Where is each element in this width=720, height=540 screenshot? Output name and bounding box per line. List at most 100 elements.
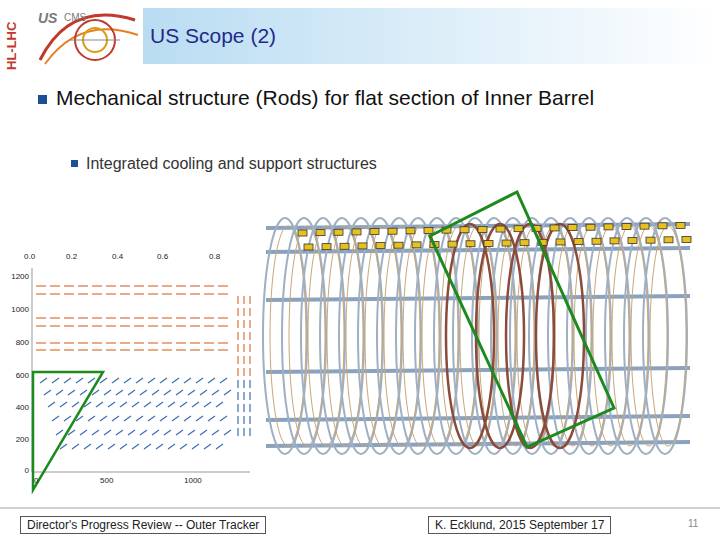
- module-dash: [100, 378, 107, 383]
- module-dash: [92, 325, 102, 326]
- module-dash: [120, 325, 130, 326]
- module-dash: [148, 285, 158, 286]
- module: [448, 241, 457, 247]
- disk-dash: [243, 308, 244, 316]
- module-dash: [192, 444, 199, 449]
- module: [496, 226, 505, 232]
- module: [460, 227, 469, 233]
- footer-rule: [0, 508, 720, 509]
- tick-label: 0.2: [66, 252, 77, 261]
- module-dash: [140, 390, 147, 395]
- module-dash: [116, 390, 123, 395]
- module-dash: [76, 378, 83, 383]
- module-dash: [60, 402, 67, 407]
- module-dash: [190, 317, 200, 318]
- module-dash: [204, 342, 214, 343]
- module-dash: [78, 317, 88, 318]
- module-dash: [152, 430, 159, 435]
- title-banner: [143, 8, 720, 64]
- module-dash: [132, 444, 139, 449]
- page-number: 11: [688, 518, 698, 529]
- footer-text: K. Ecklund, 2015 September 17: [428, 516, 611, 534]
- module-dash: [168, 444, 175, 449]
- module: [658, 223, 667, 229]
- module-dash: [176, 317, 186, 318]
- module-dash: [56, 430, 63, 435]
- module: [466, 241, 475, 247]
- module: [628, 238, 637, 244]
- module: [664, 237, 673, 243]
- module-dash: [78, 342, 88, 343]
- tick-label: 200: [16, 435, 29, 444]
- module-dash: [208, 378, 215, 383]
- module-dash: [88, 416, 95, 421]
- module-dash: [190, 342, 200, 343]
- module: [520, 240, 529, 246]
- module-dash: [92, 293, 102, 294]
- module-dash: [140, 430, 147, 435]
- module-dash: [218, 342, 228, 343]
- disk-dash: [237, 296, 238, 304]
- module: [484, 240, 493, 246]
- rod-ring: [446, 224, 494, 448]
- disk-dash: [243, 344, 244, 352]
- logo-text: CMS: [64, 12, 86, 23]
- module-dash: [180, 444, 187, 449]
- module-dash: [64, 317, 74, 318]
- disk-dash: [249, 404, 250, 412]
- module-dash: [184, 378, 191, 383]
- ring: [643, 218, 687, 454]
- module-dash: [96, 402, 103, 407]
- rod-ring: [476, 224, 524, 448]
- module-dash: [72, 444, 79, 449]
- module-dash: [36, 285, 46, 286]
- module-dash: [64, 349, 74, 350]
- module-dash: [218, 285, 228, 286]
- module-dash: [212, 390, 219, 395]
- tick-label: 0.4: [112, 252, 123, 261]
- bullet-square: [38, 95, 47, 104]
- module: [502, 240, 511, 246]
- module-dash: [180, 402, 187, 407]
- module-dash: [50, 342, 60, 343]
- module-dash: [104, 390, 111, 395]
- module: [586, 224, 595, 230]
- module-dash: [128, 430, 135, 435]
- module-dash: [106, 342, 116, 343]
- module-dash: [204, 293, 214, 294]
- disk-dash: [237, 332, 238, 340]
- module: [550, 225, 559, 231]
- module-dash: [128, 390, 135, 395]
- module-dash: [168, 402, 175, 407]
- module: [370, 229, 379, 235]
- module-dash: [172, 416, 179, 421]
- highlight-box: [430, 192, 614, 447]
- module-dash: [162, 317, 172, 318]
- module-dash: [212, 430, 219, 435]
- module-dash: [204, 444, 211, 449]
- module-dash: [120, 402, 127, 407]
- module: [298, 230, 307, 236]
- module-dash: [88, 378, 95, 383]
- module-dash: [136, 378, 143, 383]
- module-dash: [120, 293, 130, 294]
- module: [676, 222, 685, 228]
- module-dash: [216, 402, 223, 407]
- bullet-text: Mechanical structure (Rods) for flat sec…: [56, 86, 676, 110]
- module: [352, 229, 361, 235]
- module-dash: [176, 285, 186, 286]
- module-dash: [64, 293, 74, 294]
- module-dash: [152, 390, 159, 395]
- tick-label: 0: [25, 466, 29, 475]
- module-dash: [204, 325, 214, 326]
- disk-dash: [243, 428, 244, 436]
- module-dash: [50, 293, 60, 294]
- module-dash: [136, 416, 143, 421]
- module: [358, 243, 367, 249]
- disk-dash: [249, 320, 250, 328]
- rod-ring: [536, 224, 584, 448]
- module-dash: [162, 349, 172, 350]
- module-dash: [84, 444, 91, 449]
- module-dash: [44, 390, 51, 395]
- slide-title: US Scope (2): [150, 24, 276, 48]
